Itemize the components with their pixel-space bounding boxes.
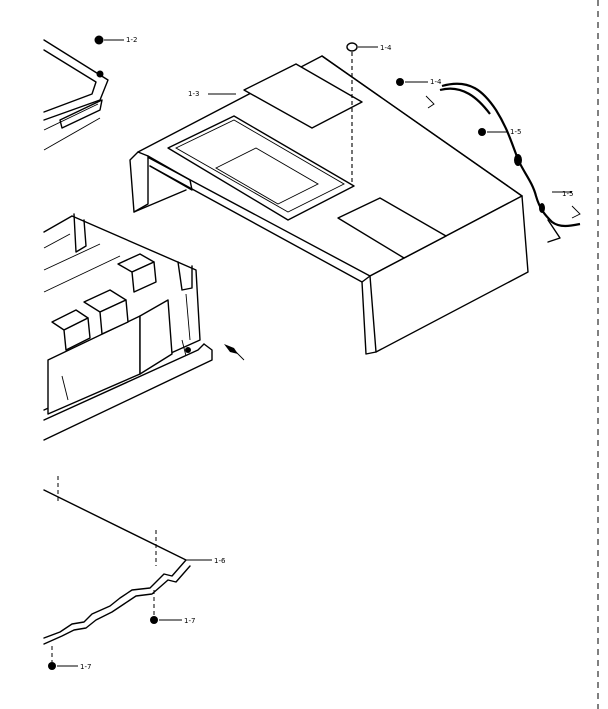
callout-label: 1-6 [214, 557, 226, 565]
screw-1-4-top: 1-4 [346, 42, 392, 184]
screw-1-5: 1-5 [478, 128, 521, 136]
callout-label: 1-2 [126, 36, 137, 44]
bottom-plate-1-6: 1-6 [43, 476, 226, 645]
callout-label: 1-7 [80, 663, 91, 671]
top-cover-1-3: 1-3 [129, 55, 529, 355]
wire-harness-1-5: 1-5 [439, 82, 581, 243]
screw-1-4-right: 1-4 [396, 78, 442, 109]
callout-label: 1-3 [188, 90, 199, 98]
top-left-panel-part [43, 39, 109, 151]
callout-label: 1-7 [184, 617, 195, 625]
callout-label: 1-5 [562, 190, 573, 198]
screw-1-7-lower: 1-7 [48, 646, 91, 671]
chassis-screw [224, 344, 245, 361]
chassis-assembly [43, 213, 213, 441]
screw-1-7-upper: 1-7 [150, 590, 195, 625]
callout-label: 1-4 [380, 44, 392, 52]
callout-label: 1-4 [430, 78, 442, 86]
screw-1-2: 1-2 [94, 35, 137, 45]
callout-label: 1-5 [510, 128, 521, 136]
